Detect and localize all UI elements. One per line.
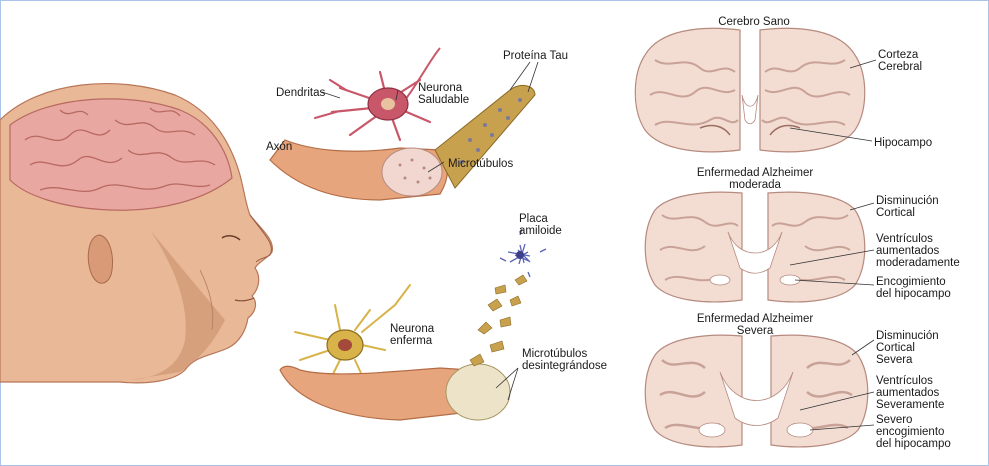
disintegrating-fragments: [470, 275, 527, 366]
title-severe-brain: Enfermedad Alzheimer Severa: [680, 313, 830, 337]
label-sick-neuron: Neurona enferma: [390, 323, 434, 347]
title-healthy-brain: Cerebro Sano: [694, 16, 814, 28]
label-dendrites: Dendritas: [276, 87, 325, 99]
title-moderate-brain: Enfermedad Alzheimer moderada: [680, 167, 830, 191]
label-cortical-decrease: Disminución Cortical: [876, 195, 939, 219]
label-microtubules: Microtúbulos: [448, 158, 513, 170]
healthy-nucleus: [381, 98, 395, 110]
label-severe-hippocampus-shrinkage: Severo encogimiento del hipocampo: [876, 414, 951, 450]
brain-section-healthy: [635, 28, 865, 152]
brain-section-moderate: [645, 192, 865, 302]
label-tau-protein: Proteína Tau: [503, 50, 568, 62]
plaque-center: [516, 251, 524, 259]
label-axon: Axón: [266, 141, 292, 153]
label-ventricles-moderate: Ventrículos aumentados moderadamente: [876, 233, 960, 269]
label-hippocampus: Hipocampo: [874, 137, 932, 149]
healthy-neuron: [270, 48, 538, 200]
brain-section-severe: [645, 335, 868, 447]
label-hippocampus-shrinkage: Encogimiento del hipocampo: [876, 276, 951, 300]
label-healthy-neuron: Neurona Saludable: [418, 82, 469, 106]
healthy-axon-cross: [382, 148, 442, 196]
sick-nucleus: [338, 339, 352, 351]
label-amyloid-plaque: Placa amiloide: [519, 213, 562, 237]
label-disintegrating-microtubules: Microtúbulos desintegrándose: [522, 348, 607, 372]
label-ventricles-severe: Ventrículos aumentados Severamente: [876, 375, 944, 411]
label-severe-cortical-decrease: Disminución Cortical Severa: [876, 330, 939, 366]
head-profile: [0, 84, 272, 383]
label-cortex: Corteza Cerebral: [878, 49, 922, 73]
sick-axon-cross: [446, 364, 510, 420]
